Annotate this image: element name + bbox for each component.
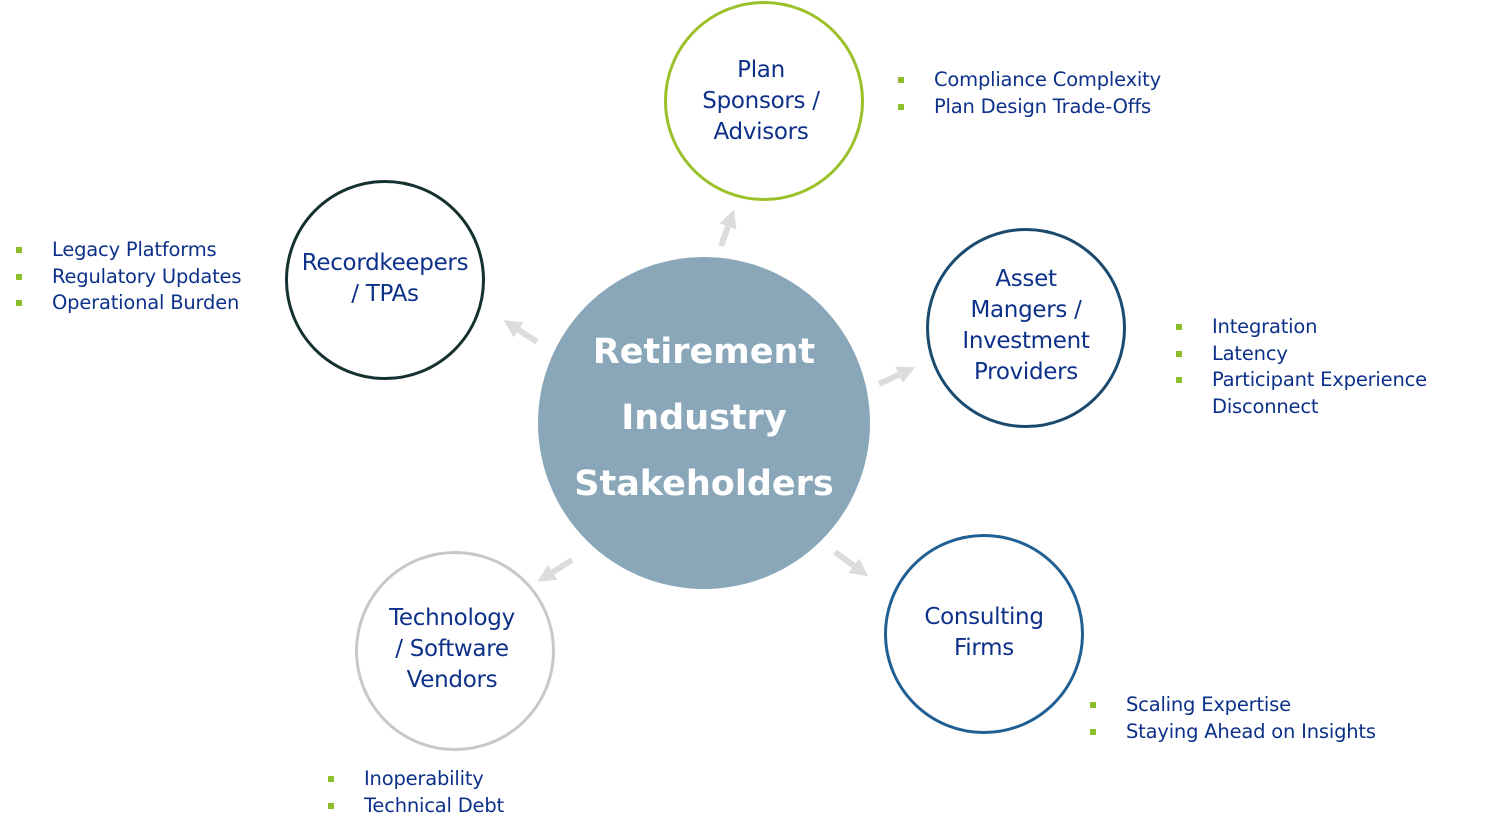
list-item: Operational Burden — [16, 290, 241, 317]
bullet-square-icon — [16, 247, 22, 253]
list-item: Latency — [1176, 341, 1427, 368]
bullet-text: Compliance Complexity — [934, 68, 1161, 91]
asset-managers-issues: Integration Latency Participant Experien… — [1176, 314, 1427, 420]
node-label: Consulting Firms — [924, 603, 1044, 661]
bullet-square-icon — [1176, 324, 1182, 330]
bullet-square-icon — [16, 273, 22, 280]
bullet-square-icon — [328, 802, 334, 809]
list-item: Staying Ahead on Insights — [1090, 719, 1376, 746]
list-item: Plan Design Trade-Offs — [898, 94, 1161, 121]
list-item: Technical Debt — [328, 793, 504, 820]
bullet-text: Technical Debt — [364, 793, 504, 817]
plan-sponsors-issues: Compliance Complexity Plan Design Trade-… — [898, 67, 1161, 120]
bullet-square-icon — [1176, 377, 1182, 383]
bullet-text: Integration — [1212, 315, 1318, 338]
list-item: Inoperability — [328, 766, 504, 793]
arrow-to-recordkeepers — [503, 320, 539, 345]
consulting-firms-issues: Scaling Expertise Staying Ahead on Insig… — [1090, 692, 1376, 745]
node-asset-managers: Asset Mangers / Investment Providers — [926, 228, 1126, 428]
node-label: Plan Sponsors / Advisors — [702, 56, 820, 145]
node-label: Technology / Software Vendors — [389, 604, 515, 693]
list-item: Compliance Complexity — [898, 67, 1161, 94]
bullet-text: Latency — [1212, 341, 1288, 365]
list-item: Participant Experience — [1176, 367, 1427, 394]
bullet-square-icon — [1090, 728, 1096, 735]
list-item: Regulatory Updates — [16, 264, 241, 291]
node-consulting-firms: Consulting Firms — [884, 534, 1084, 734]
bullet-text: Scaling Expertise — [1126, 693, 1291, 716]
node-label: Asset Mangers / Investment Providers — [962, 266, 1090, 385]
list-item: Legacy Platforms — [16, 237, 241, 264]
node-plan-sponsors: Plan Sponsors / Advisors — [664, 1, 864, 201]
arrow-to-technology-vendors — [537, 557, 574, 582]
list-item-continuation: Disconnect — [1176, 394, 1427, 421]
bullet-text: Legacy Platforms — [52, 238, 217, 261]
bullet-text: Participant Experience — [1212, 368, 1427, 391]
bullet-square-icon — [16, 300, 22, 306]
list-item: Integration — [1176, 314, 1427, 341]
list-item: Scaling Expertise — [1090, 692, 1376, 719]
center-label: Retirement Industry Stakeholders — [574, 332, 834, 504]
technology-vendors-issues: Inoperability Technical Debt — [328, 766, 504, 819]
bullet-square-icon — [1090, 702, 1096, 708]
arrow-to-consulting-firms — [833, 549, 869, 577]
node-recordkeepers: Recordkeepers / TPAs — [285, 180, 485, 380]
bullet-text: Plan Design Trade-Offs — [934, 94, 1152, 118]
node-label: Recordkeepers / TPAs — [301, 249, 469, 307]
bullet-square-icon — [898, 103, 904, 110]
center-node-retirement-industry-stakeholders: Retirement Industry Stakeholders — [538, 257, 870, 589]
arrow-to-asset-managers — [877, 366, 916, 387]
bullet-square-icon — [328, 776, 334, 782]
bullet-text: Operational Burden — [52, 291, 240, 314]
node-technology-vendors: Technology / Software Vendors — [355, 551, 555, 751]
arrow-to-plan-sponsors — [718, 209, 737, 248]
bullet-square-icon — [898, 77, 904, 83]
bullet-text: Inoperability — [364, 767, 484, 790]
bullet-square-icon — [1176, 350, 1182, 357]
bullet-text: Staying Ahead on Insights — [1126, 719, 1376, 743]
bullet-text: Disconnect — [1212, 394, 1319, 418]
recordkeepers-issues: Legacy Platforms Regulatory Updates Oper… — [16, 237, 241, 317]
bullet-text: Regulatory Updates — [52, 264, 242, 288]
